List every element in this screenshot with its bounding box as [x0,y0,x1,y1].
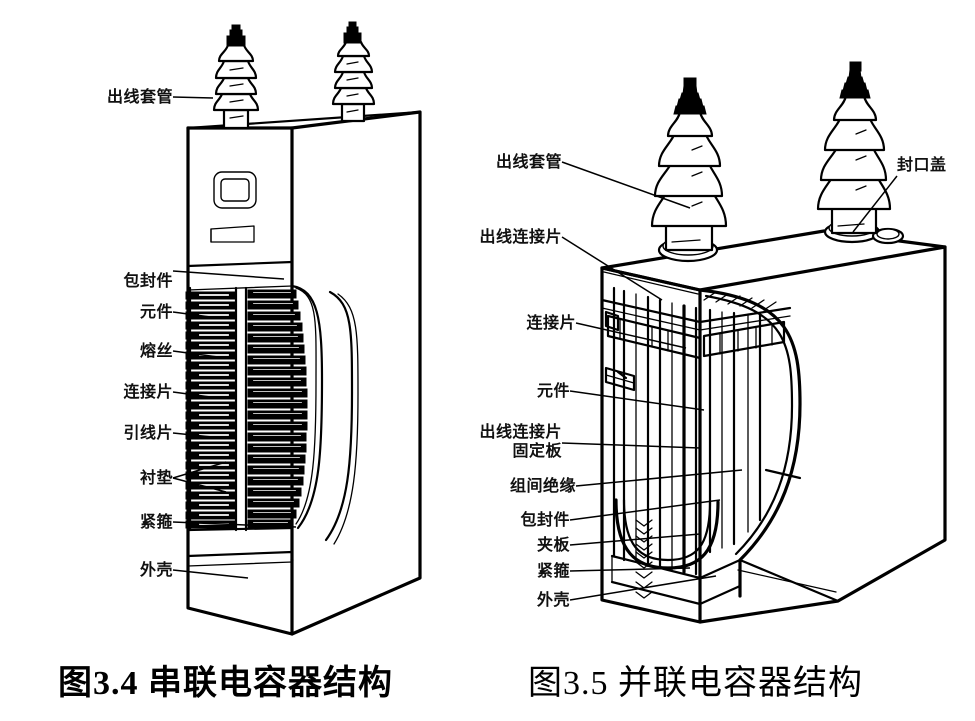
label-series-clamp: 紧箍 [139,514,173,531]
label-series-fuse: 熔丝 [139,343,173,360]
label-series-liner: 衬垫 [139,470,173,487]
label-shunt-clamp: 紧箍 [536,563,570,580]
caption-figure-3-5: 图3.5 并联电容器结构 [528,665,863,702]
element-fuse-tabs [185,291,196,529]
label-series-shell: 外壳 [139,562,173,579]
shunt-bushing-right [816,61,892,235]
label-shunt-group-insul: 组间绝缘 [509,478,576,495]
label-series-connector: 连接片 [123,384,173,401]
label-shunt-fixplate-line2: 固定板 [512,443,562,460]
shunt-side-handle [604,366,636,392]
shunt-housing-outline [600,229,947,624]
shunt-terminal-tab [604,310,620,332]
shunt-leader-lines [561,161,898,601]
label-shunt-connector: 连接片 [526,315,576,332]
shunt-element-plates [600,286,792,576]
label-shunt-sealing-cover: 封口盖 [897,157,947,174]
label-shunt-shell: 外壳 [536,592,570,609]
label-shunt-wrap: 包封件 [520,512,570,529]
label-shunt-clamp-board: 夹板 [536,537,570,554]
series-bushing-right [331,21,376,123]
element-plates-left [191,291,237,529]
series-bushing-left [212,24,260,130]
series-wrap-sheath [290,284,359,545]
series-capacitor-drawing [172,21,422,636]
element-plates-right [247,289,308,529]
label-shunt-element: 元件 [536,383,570,400]
shunt-cutaway-shell [698,288,840,603]
shunt-bushing-left [650,77,728,252]
shunt-capacitor-drawing [561,61,947,624]
label-shunt-bushing: 出线套管 [495,154,562,171]
label-series-wrap: 包封件 [123,273,173,290]
series-leader-lines [172,96,297,579]
label-series-element: 元件 [139,304,173,321]
shunt-clamp-bands [610,519,742,606]
shunt-bottom-wrap [614,498,720,570]
label-series-bushing: 出线套管 [106,89,173,106]
series-element-stack [185,286,308,532]
label-shunt-fixplate-line1: 出线连接片 [479,424,562,441]
label-series-lead-tab: 引线片 [123,425,173,442]
caption-figure-3-4: 图3.4 串联电容器结构 [58,665,393,702]
label-shunt-outlet-tab: 出线连接片 [479,229,562,246]
